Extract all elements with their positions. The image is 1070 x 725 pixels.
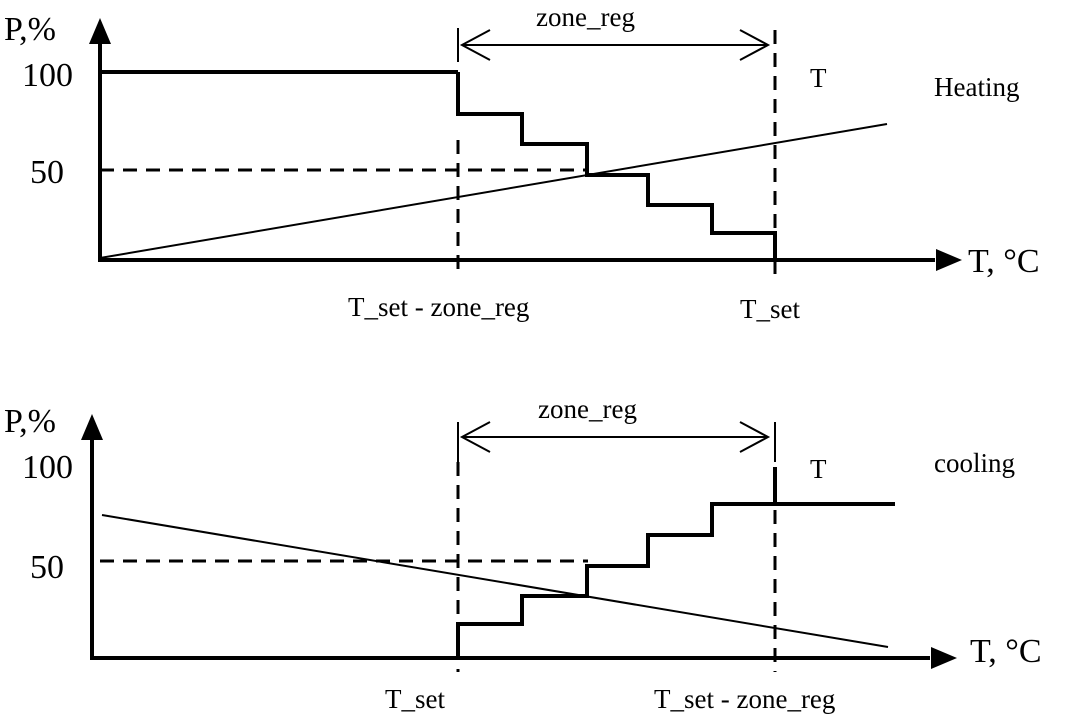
heating-x-axis-arrowhead: [936, 249, 962, 271]
heating-y-axis-label: P,%: [4, 11, 56, 48]
cooling-left-boundary-label: T_set: [385, 684, 445, 714]
cooling-tick-100: 100: [22, 449, 73, 486]
heating-zone-arrow-right-head: [739, 29, 771, 61]
cooling-right-boundary-label: T_set - zone_reg: [654, 684, 835, 714]
heating-zone-label: zone_reg: [536, 2, 635, 32]
cooling-y-axis-label: P,%: [4, 403, 56, 440]
cooling-x-axis-arrowhead: [931, 647, 957, 669]
cooling-tick-50: 50: [30, 549, 64, 586]
heating-temperature-ramp: [99, 123, 888, 259]
heating-y-axis-arrowhead: [89, 18, 111, 44]
cooling-zone-arrow-right-head: [739, 421, 771, 453]
heating-right-boundary-label: T_set: [740, 294, 800, 324]
heating-step-output: [456, 72, 777, 262]
heating-t-marker: T: [810, 63, 827, 93]
cooling-mode-label: cooling: [934, 448, 1015, 478]
heating-tick-50: 50: [30, 154, 64, 191]
heating-mode-label: Heating: [934, 72, 1019, 102]
cooling-t-marker: T: [810, 454, 827, 484]
cooling-diagram: P,% 100 50 T, °C zone_reg T cooling T_se…: [4, 394, 1042, 714]
cooling-x-axis-label: T, °C: [970, 633, 1042, 670]
cooling-zone-label: zone_reg: [538, 394, 637, 424]
cooling-y-axis-arrowhead: [81, 414, 103, 440]
heating-tick-100: 100: [22, 57, 73, 94]
cooling-step-output: [456, 467, 895, 658]
heating-left-boundary-label: T_set - zone_reg: [348, 292, 529, 322]
cooling-temperature-ramp: [101, 514, 889, 648]
cooling-zone-arrow-left-head: [459, 421, 491, 453]
heating-x-axis-label: T, °C: [968, 243, 1040, 280]
heating-zone-arrow-left-head: [459, 29, 491, 61]
heating-diagram: P,% 100 50 T, °C zone_reg T Heating T_se…: [4, 2, 1040, 324]
